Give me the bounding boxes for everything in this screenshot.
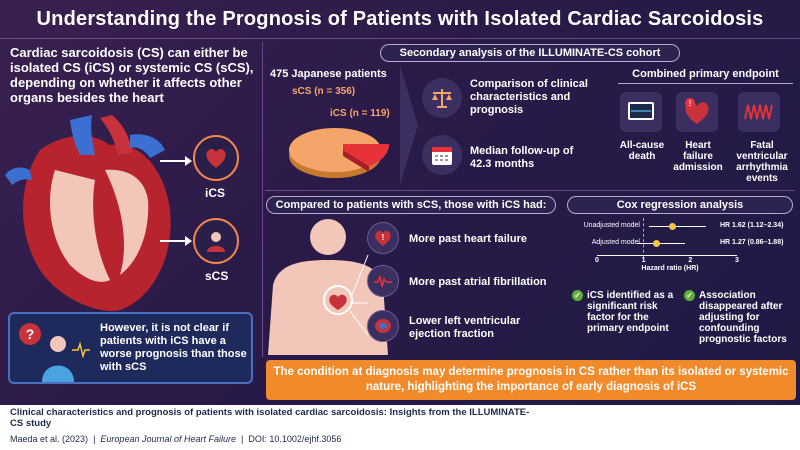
endpoint-death: All-cause death bbox=[619, 140, 665, 162]
compare-item-lvef: Lower left ventricular ejection fraction bbox=[409, 315, 521, 340]
cox-point bbox=[669, 223, 677, 230]
citation-journal: European Journal of Heart Failure bbox=[100, 434, 236, 444]
cox-header: Cox regression analysis bbox=[567, 196, 793, 214]
heart-icon bbox=[206, 149, 226, 168]
scs-badge bbox=[193, 218, 239, 264]
scales-icon-wrap bbox=[422, 78, 462, 118]
secondary-header: Secondary analysis of the ILLUMINATE-CS … bbox=[380, 44, 680, 62]
cox-label-unadjusted: Unadjusted model bbox=[583, 222, 640, 229]
cox-ci-line bbox=[649, 226, 707, 227]
cohort-pie bbox=[289, 128, 389, 178]
endpoint-arrhythmia: Fatal ventricular arrhythmia events bbox=[736, 140, 788, 184]
monitor-icon bbox=[628, 102, 654, 120]
ecg-icon bbox=[374, 275, 392, 288]
chevron-right-icon bbox=[400, 65, 418, 185]
heart-illustration bbox=[5, 115, 171, 311]
cox-x-label: Hazard ratio (HR) bbox=[641, 265, 699, 272]
arrow-to-scs bbox=[160, 236, 192, 246]
citation: Maeda et al. (2023) | European Journal o… bbox=[10, 434, 341, 444]
body-illustration bbox=[268, 219, 388, 355]
compare-header: Compared to patients with sCS, those wit… bbox=[266, 196, 556, 214]
citation-sep: | bbox=[93, 434, 96, 444]
ics-label: iCS bbox=[205, 186, 226, 200]
cox-tick-label: 2 bbox=[688, 257, 693, 264]
calendar-icon bbox=[432, 147, 452, 165]
citation-authors: Maeda et al. (2023) bbox=[10, 434, 89, 444]
scales-icon bbox=[432, 89, 452, 108]
hf-icon-wrap: ! bbox=[676, 92, 718, 132]
citation-doi: DOI: 10.1002/ejhf.3056 bbox=[248, 434, 342, 444]
ics-badge bbox=[193, 135, 239, 181]
cox-label-adjusted: Adjusted model bbox=[591, 239, 640, 246]
svg-text:!: ! bbox=[689, 99, 692, 108]
followup-text: Median follow-up of 42.3 months bbox=[470, 145, 574, 170]
population-text: 475 Japanese patients bbox=[270, 68, 387, 80]
cox-ci-line bbox=[637, 243, 685, 244]
column-divider bbox=[262, 42, 263, 357]
svg-text:?: ? bbox=[26, 326, 35, 342]
cox-x-axis bbox=[597, 255, 737, 256]
caption-title: Clinical characteristics and prognosis o… bbox=[10, 407, 530, 429]
intro-text: Cardiac sarcoidosis (CS) can either be i… bbox=[10, 45, 254, 105]
person-icon bbox=[207, 232, 225, 252]
death-icon-wrap bbox=[620, 92, 662, 132]
row-divider bbox=[265, 190, 795, 191]
heart-warning-icon: ! bbox=[375, 230, 391, 246]
cox-reference-line bbox=[643, 218, 644, 258]
cox-hr-unadjusted: HR 1.62 (1.12–2.34) bbox=[720, 222, 784, 229]
question-person-icon: ? bbox=[19, 323, 90, 382]
heart-section-icon bbox=[375, 319, 391, 333]
endpoint-header: Combined primary endpoint bbox=[632, 68, 779, 80]
af-icon-wrap bbox=[367, 265, 399, 297]
lvef-icon-wrap bbox=[367, 310, 399, 342]
cox-tick-label: 1 bbox=[641, 257, 646, 264]
ecg-wave-icon bbox=[744, 104, 773, 120]
hf-history-icon-wrap: ! bbox=[367, 222, 399, 254]
heart-alert-icon: ! bbox=[685, 98, 709, 124]
pie-slice-ics bbox=[343, 144, 389, 166]
compare-item-hf: More past heart failure bbox=[409, 233, 527, 245]
finding-disappeared: Association disappeared after adjusting … bbox=[699, 290, 787, 345]
cox-tick-label: 0 bbox=[595, 257, 599, 264]
cox-tick-label: 3 bbox=[735, 257, 739, 264]
check-icon: ✓ bbox=[572, 290, 583, 301]
arrhythmia-icon-wrap bbox=[738, 92, 780, 132]
endpoint-hf: Heart failure admission bbox=[673, 140, 723, 173]
conclusion-banner: The condition at diagnosis may determine… bbox=[266, 360, 796, 400]
svg-text:!: ! bbox=[382, 233, 385, 242]
finding-significant: iCS identified as a significant risk fac… bbox=[587, 290, 674, 334]
scs-label: sCS bbox=[205, 269, 229, 283]
cox-point bbox=[652, 240, 660, 247]
unclear-text: However, it is not clear if patients wit… bbox=[100, 322, 247, 373]
scs-count: sCS (n = 356) bbox=[292, 86, 356, 97]
page-title: Understanding the Prognosis of Patients … bbox=[36, 8, 764, 30]
endpoint-divider bbox=[618, 83, 793, 84]
infographic: Understanding the Prognosis of Patients … bbox=[0, 0, 800, 405]
compare-item-af: More past atrial fibrillation bbox=[409, 276, 547, 288]
check-icon: ✓ bbox=[684, 290, 695, 301]
calendar-icon-wrap bbox=[422, 135, 462, 175]
unclear-callout: ? However, it is not clear if patients w… bbox=[8, 312, 253, 384]
comparison-text: Comparison of clinical characteristics a… bbox=[470, 78, 588, 116]
title-divider bbox=[0, 38, 800, 39]
arrow-to-ics bbox=[160, 156, 192, 166]
cox-hr-adjusted: HR 1.27 (0.86–1.88) bbox=[720, 239, 784, 246]
citation-sep: | bbox=[241, 434, 244, 444]
ics-count: iCS (n = 119) bbox=[330, 108, 390, 119]
